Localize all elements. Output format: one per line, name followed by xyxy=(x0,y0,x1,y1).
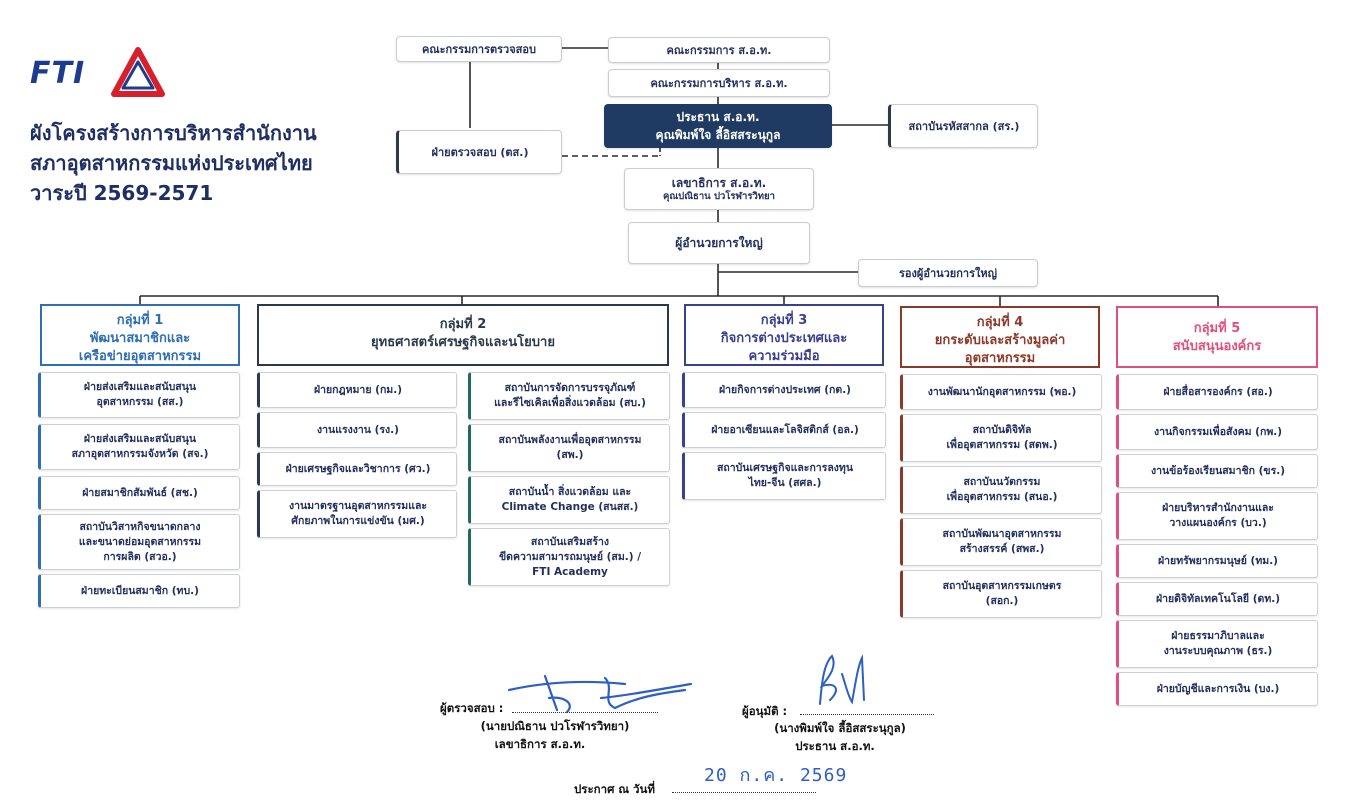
reviewer-name: (นายปณิธาน ปวโรฬารวิทยา) xyxy=(480,719,630,733)
group-3-name: กิจการต่างประเทศและ ความร่วมมือ xyxy=(720,331,848,364)
president-name: คุณพิมพ์ใจ ลี้อิสสระนุกูล xyxy=(655,128,781,142)
board-box: คณะกรรมการ ส.อ.ท. xyxy=(608,37,830,63)
group-3-item: ฝ่ายกิจการต่างประเทศ (กต.) xyxy=(682,372,886,408)
group-4-item: สถาบันดิจิทัล เพื่ออุตสาหกรรม (สดพ.) xyxy=(900,414,1102,462)
date-dotted-line xyxy=(672,792,816,793)
group-5-item: ฝ่ายบัญชีและการเงิน (บง.) xyxy=(1116,672,1318,706)
secgen-title: เลขาธิการ ส.อ.ท. xyxy=(671,175,767,190)
group-3-item: สถาบันเศรษฐกิจและการลงทุน ไทย-จีน (สศล.) xyxy=(682,452,886,500)
director-general-box: ผู้อำนวยการใหญ่ xyxy=(628,222,810,264)
audit-committee-box: คณะกรรมการตรวจสอบ xyxy=(396,36,562,62)
approver-label: ผู้อนุมัติ : xyxy=(742,704,788,718)
approver-signature xyxy=(819,654,865,705)
group-5-item: งานกิจกรรมเพื่อสังคม (กพ.) xyxy=(1116,414,1318,450)
group-2-right-item: สถาบันพลังงานเพื่ออุตสาหกรรม (สพ.) xyxy=(468,424,670,472)
group-4-item: สถาบันอุตสาหกรรมเกษตร (สอก.) xyxy=(900,570,1102,618)
title-line-1: ผังโครงสร้างการบริหารสำนักงาน xyxy=(30,121,317,145)
group-2-right-item: สถาบันน้ำ สิ่งแวดล้อม และ Climate Change… xyxy=(468,476,670,524)
date-value: 20 ก.ค. 2569 xyxy=(704,765,848,786)
title-line-3: วาระปี 2569-2571 xyxy=(30,181,214,205)
group-4-item: สถาบันนวัตกรรม เพื่ออุตสาหกรรม (สนอ.) xyxy=(900,466,1102,514)
group-2-header: กลุ่มที่ 2 ยุทธศาสตร์เศรษฐกิจและนโยบาย xyxy=(257,304,669,366)
group-4-item: งานพัฒนานักอุตสาหกรรม (พอ.) xyxy=(900,374,1102,410)
group-2-number: กลุ่มที่ 2 xyxy=(439,317,487,332)
title-line-2: สภาอุตสาหกรรมแห่งประเทศไทย xyxy=(30,151,313,175)
approver-name: (นางพิมพ์ใจ ลี้อิสสระนุกูล) xyxy=(774,721,906,735)
approver-title: ประธาน ส.อ.ท. xyxy=(795,739,875,753)
audit-dept-box: ฝ่ายตรวจสอบ (ตส.) xyxy=(396,130,562,174)
group-5-item: งานข้อร้องเรียนสมาชิก (ขร.) xyxy=(1116,454,1318,488)
code-institute-box: สถาบันรหัสสากล (สร.) xyxy=(888,104,1038,148)
reviewer-dotted-line xyxy=(512,712,658,713)
reviewer-label: ผู้ตรวจสอบ : xyxy=(440,701,504,715)
group-1-number: กลุ่มที่ 1 xyxy=(116,313,164,328)
deputy-director-box: รองผู้อำนวยการใหญ่ xyxy=(858,259,1038,287)
page-title: ผังโครงสร้างการบริหารสำนักงาน สภาอุตสาหก… xyxy=(30,118,360,208)
logo-text: FTI xyxy=(30,56,86,91)
group-1-item: ฝ่ายส่งเสริมและสนับสนุน อุตสาหกรรม (สส.) xyxy=(38,372,240,418)
group-3-number: กลุ่มที่ 3 xyxy=(760,313,808,328)
group-5-item: ฝ่ายสื่อสารองค์กร (สอ.) xyxy=(1116,374,1318,410)
group-1-item: สถาบันวิสาหกิจขนาดกลาง และขนาดย่อมอุตสาห… xyxy=(38,514,240,570)
president-box: ประธาน ส.อ.ท. คุณพิมพ์ใจ ลี้อิสสระนุกูล xyxy=(604,104,832,148)
secgen-box: เลขาธิการ ส.อ.ท. คุณปณิธาน ปวโรฬารวิทยา xyxy=(624,168,814,210)
president-title: ประธาน ส.อ.ท. xyxy=(676,110,760,124)
group-2-right-item: สถาบันการจัดการบรรจุภัณฑ์ และรีไซเคิลเพื… xyxy=(468,372,670,420)
group-1-item: ฝ่ายสมาชิกสัมพันธ์ (สช.) xyxy=(38,476,240,510)
group-2-left-item: งานแรงงาน (รง.) xyxy=(257,412,457,448)
group-5-item: ฝ่ายบริหารสำนักงานและ วางแผนองค์กร (บว.) xyxy=(1116,492,1318,540)
group-2-left-item: ฝ่ายกฎหมาย (กม.) xyxy=(257,372,457,408)
reviewer-title: เลขาธิการ ส.อ.ท. xyxy=(494,737,586,751)
reviewer-signature xyxy=(507,674,693,714)
group-4-number: กลุ่มที่ 4 xyxy=(976,315,1024,330)
approver-dotted-line xyxy=(800,714,934,715)
group-1-header: กลุ่มที่ 1 พัฒนาสมาชิกและ เครือข่ายอุตสา… xyxy=(40,304,240,366)
exec-board-box: คณะกรรมการบริหาร ส.อ.ท. xyxy=(608,69,830,97)
group-5-number: กลุ่มที่ 5 xyxy=(1193,321,1241,336)
group-4-header: กลุ่มที่ 4 ยกระดับและสร้างมูลค่า อุตสาหก… xyxy=(900,306,1100,368)
group-1-item: ฝ่ายส่งเสริมและสนับสนุน สภาอุตสาหกรรมจัง… xyxy=(38,424,240,470)
group-1-item: ฝ่ายทะเบียนสมาชิก (ทบ.) xyxy=(38,574,240,608)
fti-logo: FTI xyxy=(30,46,170,106)
group-3-item: ฝ่ายอาเซียนและโลจิสติกส์ (อล.) xyxy=(682,412,886,448)
logo-triangle-icon xyxy=(111,47,165,97)
group-2-left-item: งานมาตรฐานอุตสาหกรรมและ ศักยภาพในการแข่ง… xyxy=(257,490,457,538)
group-1-name: พัฒนาสมาชิกและ เครือข่ายอุตสาหกรรม xyxy=(78,331,202,364)
group-4-item: สถาบันพัฒนาอุตสาหกรรม สร้างสรรค์ (สพส.) xyxy=(900,518,1102,566)
group-2-right-item: สถาบันเสริมสร้าง ขีดความสามารถมนุษย์ (สม… xyxy=(468,528,670,586)
secgen-name: คุณปณิธาน ปวโรฬารวิทยา xyxy=(663,190,775,202)
group-5-item: ฝ่ายดิจิทัลเทคโนโลยี (ดท.) xyxy=(1116,582,1318,616)
date-label: ประกาศ ณ วันที่ xyxy=(574,782,655,796)
group-2-left-item: ฝ่ายเศรษฐกิจและวิชาการ (ศว.) xyxy=(257,452,457,486)
group-5-name: สนับสนุนองค์กร xyxy=(1172,339,1262,354)
group-5-item: ฝ่ายธรรมาภิบาลและ งานระบบคุณภาพ (ธร.) xyxy=(1116,620,1318,668)
group-3-header: กลุ่มที่ 3 กิจการต่างประเทศและ ความร่วมม… xyxy=(684,304,884,366)
group-4-name: ยกระดับและสร้างมูลค่า อุตสาหกรรม xyxy=(934,333,1066,366)
group-5-header: กลุ่มที่ 5 สนับสนุนองค์กร xyxy=(1116,306,1318,368)
group-5-item: ฝ่ายทรัพยากรมนุษย์ (ทม.) xyxy=(1116,544,1318,578)
group-2-name: ยุทธศาสตร์เศรษฐกิจและนโยบาย xyxy=(371,335,555,350)
